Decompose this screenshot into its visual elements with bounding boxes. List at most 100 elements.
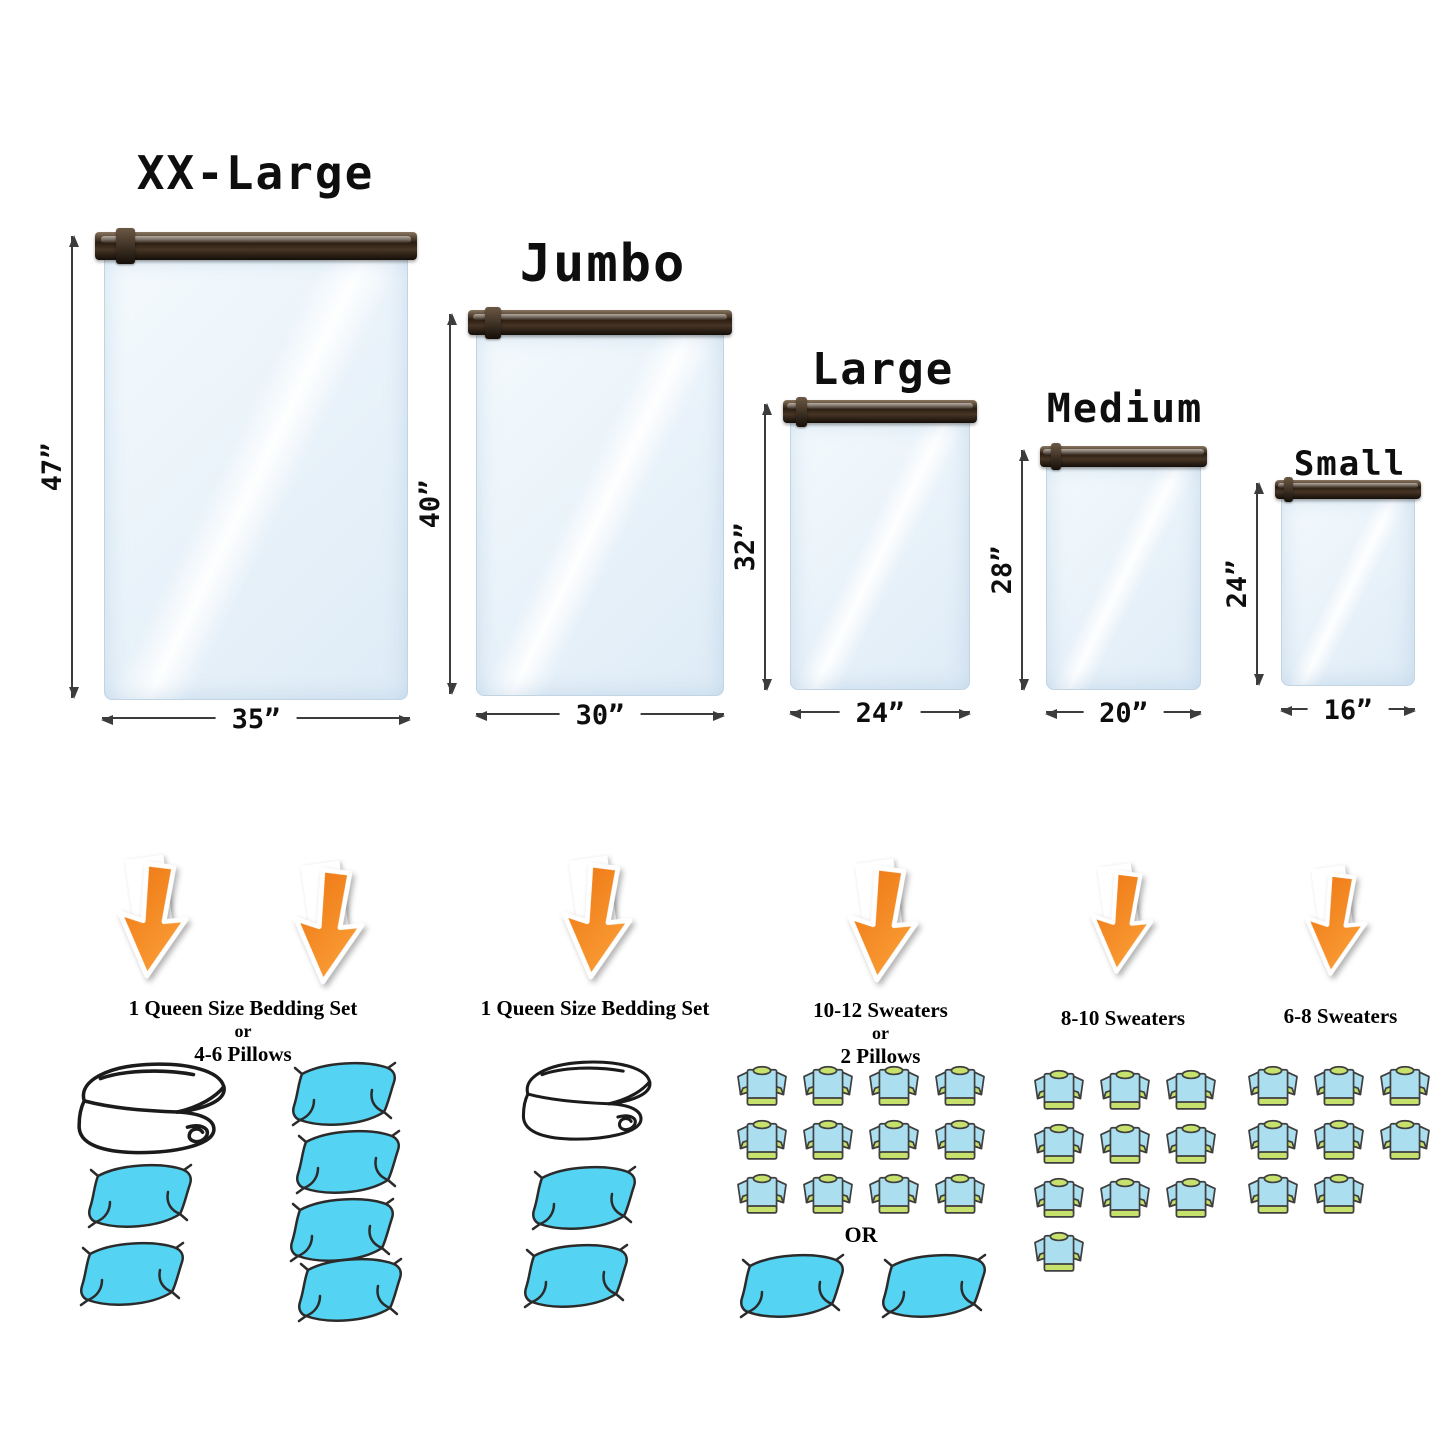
- sweater-icon: [733, 1116, 791, 1164]
- sweater-icon: [1376, 1062, 1434, 1110]
- sweater-icon: [733, 1062, 791, 1110]
- capacity-label-xx-large: 1 Queen Size Bedding Set or 4-6 Pillows: [88, 996, 398, 1067]
- bag-body: [790, 421, 970, 690]
- sweater-icon: [1244, 1170, 1302, 1218]
- width-label: 35”: [215, 704, 297, 736]
- down-arrow-icon: [1296, 866, 1374, 984]
- sweater-icon: [799, 1116, 857, 1164]
- bag-size-title: Jumbo: [519, 234, 687, 294]
- bag-body: [476, 333, 724, 696]
- width-dimension-arrow: 20”: [1045, 698, 1202, 730]
- sweater-icon: [1030, 1120, 1088, 1168]
- capacity-line: or: [234, 1021, 252, 1041]
- pillow-icon: [878, 1250, 990, 1324]
- pillow-icon: [520, 1240, 632, 1314]
- sweater-icon: [1244, 1062, 1302, 1110]
- sweater-icon: [799, 1062, 857, 1110]
- bag-size-title: Medium: [1046, 386, 1204, 432]
- sweater-icon: [1096, 1120, 1154, 1168]
- height-label: 28”: [987, 545, 1018, 595]
- bag-size-title: Large: [811, 344, 955, 395]
- sweater-icon: [931, 1116, 989, 1164]
- height-label: 47”: [37, 442, 68, 492]
- bag-zipper: [468, 306, 732, 339]
- width-dimension-arrow: 16”: [1280, 695, 1416, 727]
- sweater-icon: [1162, 1174, 1220, 1222]
- sweater-icon: [1310, 1170, 1368, 1218]
- sweater-icon: [1310, 1116, 1368, 1164]
- height-label: 40”: [415, 479, 446, 529]
- sweater-grid-small: [1244, 1062, 1434, 1218]
- pillow-icon: [528, 1162, 640, 1236]
- down-arrow-icon: [1082, 864, 1160, 982]
- sweater-icon: [931, 1062, 989, 1110]
- bag-zipper: [95, 228, 417, 265]
- sweater-icon: [1030, 1174, 1088, 1222]
- sweater-icon: [1096, 1066, 1154, 1114]
- capacity-line: 2 Pillows: [840, 1044, 921, 1068]
- bag-body: [104, 258, 408, 700]
- bag-zipper: [783, 396, 977, 427]
- height-dimension-arrow: 28”: [987, 449, 1029, 691]
- down-arrow-icon: [108, 856, 196, 986]
- sweater-icon: [1310, 1062, 1368, 1110]
- capacity-label-medium: 8-10 Sweaters: [1028, 1006, 1218, 1031]
- width-label: 20”: [1083, 698, 1164, 730]
- bag-body: [1281, 497, 1415, 686]
- bag-body: [1046, 465, 1201, 690]
- or-divider: OR: [844, 1222, 878, 1247]
- sweater-icon: [865, 1062, 923, 1110]
- capacity-line: 1 Queen Size Bedding Set: [480, 996, 710, 1020]
- pillow-icon: [736, 1250, 848, 1324]
- sweater-icon: [931, 1170, 989, 1218]
- sweater-grid-medium: [1030, 1066, 1220, 1276]
- sweater-icon: [1096, 1174, 1154, 1222]
- sweater-icon: [1162, 1120, 1220, 1168]
- down-arrow-icon: [552, 857, 640, 987]
- pillow-icon: [288, 1058, 400, 1132]
- width-dimension-arrow: 30”: [475, 700, 725, 732]
- sweater-icon: [733, 1170, 791, 1218]
- width-label: 16”: [1307, 695, 1389, 727]
- pillow-icon: [84, 1160, 196, 1234]
- sweater-icon: [865, 1116, 923, 1164]
- sweater-icon: [1244, 1116, 1302, 1164]
- width-dimension-arrow: 24”: [789, 698, 971, 730]
- bag-size-title: Small: [1293, 444, 1407, 484]
- sweater-icon: [1030, 1066, 1088, 1114]
- sweater-grid-large: [733, 1062, 989, 1218]
- down-arrow-icon: [284, 862, 372, 992]
- capacity-label-small: 6-8 Sweaters: [1243, 1004, 1438, 1029]
- height-dimension-arrow: 40”: [415, 313, 457, 695]
- comforter-icon: [66, 1054, 238, 1166]
- sweater-icon: [1030, 1228, 1088, 1276]
- sweater-icon: [799, 1170, 857, 1218]
- width-label: 30”: [559, 700, 641, 732]
- pillow-icon: [292, 1126, 404, 1200]
- height-dimension-arrow: 47”: [37, 235, 79, 699]
- width-dimension-arrow: 35”: [101, 704, 411, 736]
- sweater-icon: [1376, 1116, 1434, 1164]
- height-dimension-arrow: 24”: [1222, 482, 1264, 686]
- height-label: 32”: [730, 522, 761, 572]
- bag-zipper: [1275, 477, 1421, 503]
- width-label: 24”: [839, 698, 921, 730]
- bag-size-title: XX-Large: [136, 146, 375, 200]
- capacity-line: 4-6 Pillows: [194, 1042, 292, 1066]
- pillow-icon: [294, 1254, 406, 1328]
- capacity-line: 8-10 Sweaters: [1060, 1006, 1186, 1030]
- height-dimension-arrow: 32”: [730, 403, 772, 691]
- height-label: 24”: [1222, 559, 1253, 609]
- down-arrow-icon: [838, 860, 926, 990]
- capacity-line: 6-8 Sweaters: [1283, 1004, 1398, 1028]
- capacity-line: 10-12 Sweaters: [813, 998, 948, 1022]
- bag-zipper: [1040, 443, 1207, 471]
- capacity-label-large: 10-12 Sweaters or 2 Pillows: [768, 998, 993, 1069]
- capacity-line: 1 Queen Size Bedding Set: [128, 996, 358, 1020]
- capacity-line: or: [872, 1023, 889, 1043]
- comforter-icon: [512, 1052, 662, 1152]
- capacity-label-jumbo: 1 Queen Size Bedding Set: [450, 996, 740, 1021]
- sweater-icon: [865, 1170, 923, 1218]
- sweater-icon: [1162, 1066, 1220, 1114]
